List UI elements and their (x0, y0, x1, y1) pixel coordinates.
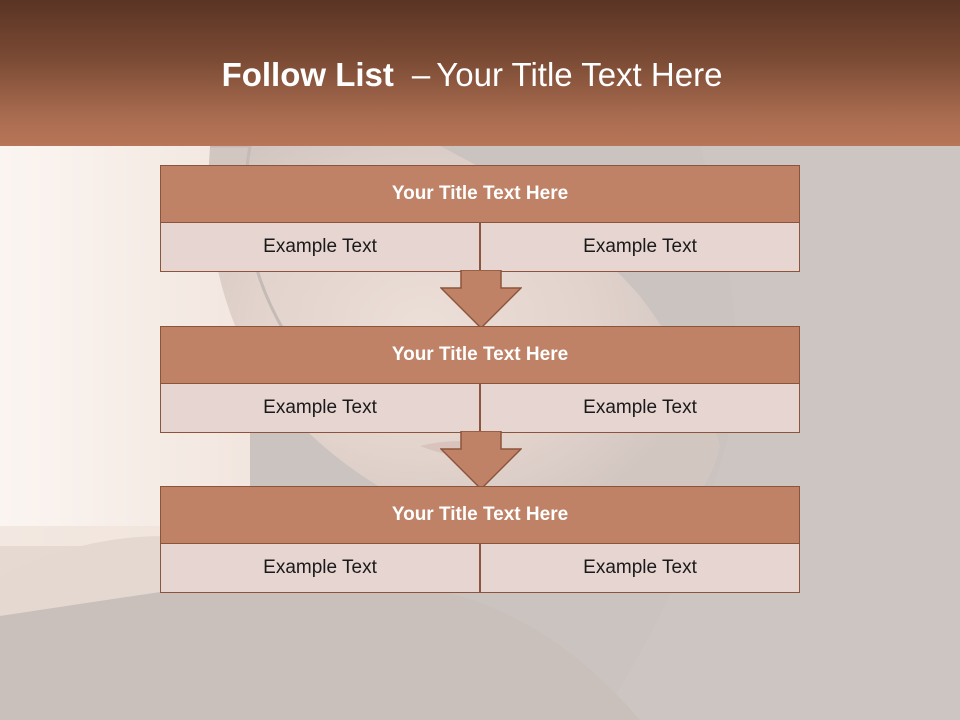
slide-header: Follow List–Your Title Text Here (0, 0, 960, 146)
flow-box-title: Your Title Text Here (160, 165, 800, 223)
slide-title: Follow List–Your Title Text Here (0, 56, 944, 94)
flow-box-title: Your Title Text Here (160, 486, 800, 544)
slide-title-rest: Your Title Text Here (436, 56, 723, 93)
slide-title-bold: Follow List (221, 56, 394, 93)
flow-box-left-cell: Example Text (160, 222, 480, 272)
arrow-down-icon (440, 431, 522, 491)
flow-box-right-cell: Example Text (480, 222, 800, 272)
flow-box-right-cell: Example Text (480, 383, 800, 433)
slide-title-separator: – (411, 56, 431, 93)
flow-box-right-cell: Example Text (480, 543, 800, 593)
flow-box-left-cell: Example Text (160, 543, 480, 593)
flow-box-left-cell: Example Text (160, 383, 480, 433)
arrow-down-icon (440, 270, 522, 330)
flow-box-title: Your Title Text Here (160, 326, 800, 384)
